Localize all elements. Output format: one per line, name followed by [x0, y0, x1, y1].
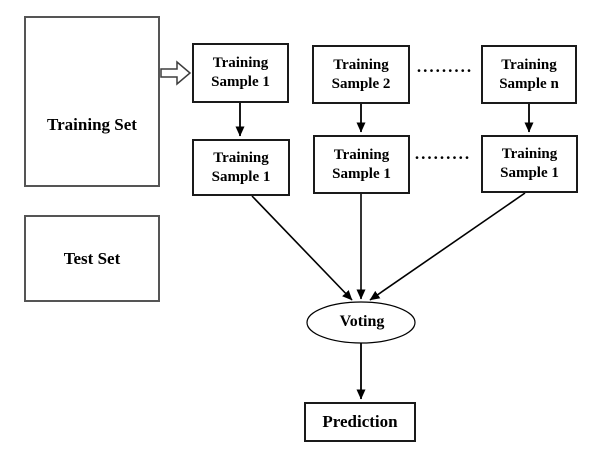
- arrow-left-to-voting: [251, 195, 353, 301]
- training-sample-2-label: Training Sample 2: [331, 56, 391, 92]
- voting-node-label: Voting: [339, 313, 385, 330]
- ellipsis-dots-bottom: .........: [414, 144, 472, 163]
- training-set-box: Training Set: [24, 16, 160, 187]
- bootstrap-sample-n-label: Training Sample 1: [500, 146, 559, 181]
- arrow-right-to-voting: [369, 192, 526, 301]
- training-sample-1-box: Training Sample 1: [192, 43, 289, 103]
- test-set-label: Test Set: [63, 248, 121, 268]
- training-set-label: Training Set: [47, 114, 137, 134]
- bootstrap-sample-1-box: Training Sample 1: [192, 139, 290, 196]
- voting-ellipse: [306, 301, 416, 344]
- prediction-box: Prediction: [304, 402, 416, 442]
- training-sample-n-box: Training Sample n: [481, 45, 577, 104]
- test-set-box: Test Set: [24, 215, 160, 302]
- training-sample-n-label: Training Sample n: [499, 56, 559, 92]
- bootstrap-sample-n-box: Training Sample 1: [481, 135, 578, 193]
- bootstrap-sample-1-label: Training Sample 1: [211, 149, 271, 185]
- ellipsis-dots-top: .........: [416, 57, 474, 76]
- bootstrap-sample-2-box: Training Sample 1: [313, 135, 410, 194]
- bootstrap-sample-2-label: Training Sample 1: [332, 146, 391, 182]
- prediction-label: Prediction: [322, 412, 398, 431]
- training-sample-2-box: Training Sample 2: [312, 45, 410, 104]
- block-arrow-icon: [160, 60, 192, 86]
- training-sample-1-label: Training Sample 1: [211, 55, 270, 90]
